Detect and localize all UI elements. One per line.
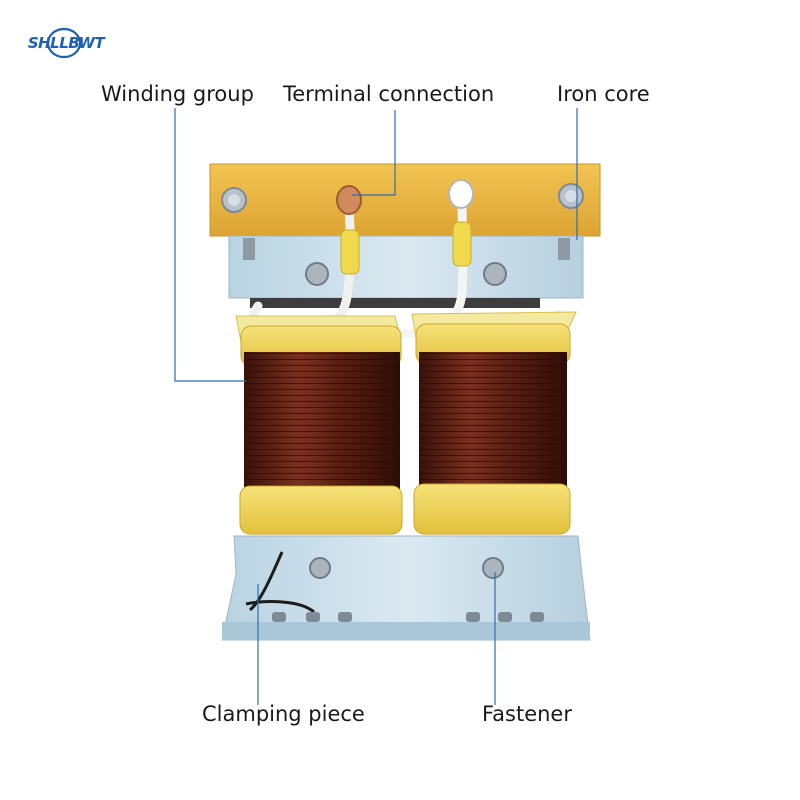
leader-lines [174,108,578,705]
lower-bracket [221,535,591,641]
winding-group-label: Winding group [101,82,254,106]
left-coil [235,315,403,535]
iron-core-label: Iron core [557,82,650,106]
top-plate [209,163,601,237]
right-coil [411,311,577,535]
terminal-leader-line [352,110,396,196]
brand-logo: SHLLBWT [26,26,106,60]
terminal-connection-label: Terminal connection [283,82,495,106]
fastener-label: Fastener [482,702,572,726]
winding-leader-line [174,108,246,382]
logo-swoosh-icon [46,27,82,59]
upper-bracket [228,235,584,308]
clamping-piece-label: Clamping piece [202,702,365,726]
brand-logo-text: SHLLBWT [27,34,105,52]
